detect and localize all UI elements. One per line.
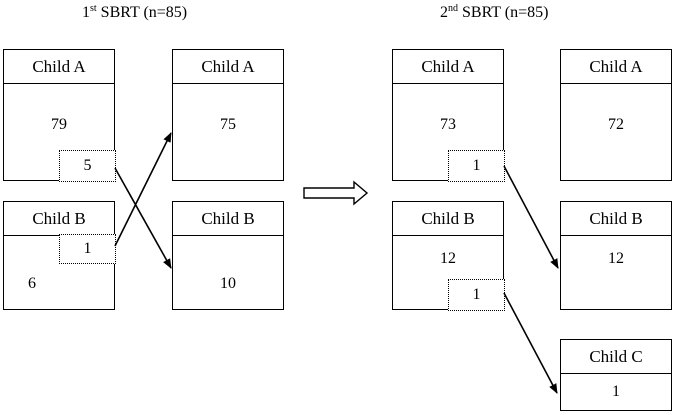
transfer-arrow-b-to-a — [114, 132, 172, 247]
child-b-label: Child B — [173, 202, 283, 236]
moved-count-box: 1 — [448, 279, 505, 311]
child-a-label: Child A — [393, 50, 503, 84]
child-a-count: 72 — [608, 116, 624, 133]
child-c-label: Child C — [561, 340, 671, 374]
child-b-label: Child B — [393, 202, 503, 236]
child-a-count: 79 — [51, 116, 67, 133]
transfer-arrow-a-to-b — [503, 165, 559, 269]
second-sbrt-title: 2nd SBRT (n=85) — [440, 3, 549, 21]
transfer-arrow-b-to-c — [503, 292, 558, 394]
stage-transition-arrow — [303, 180, 369, 206]
child-a-count: 73 — [440, 116, 456, 133]
first-after-child-b-box: Child B 10 — [172, 201, 284, 310]
second-before-child-a-box: Child A 73 1 — [392, 49, 505, 182]
second-before-child-b-box: Child B 12 1 — [392, 201, 505, 311]
child-c-count: 1 — [612, 383, 620, 400]
second-after-child-c-box: Child C 1 — [560, 339, 672, 411]
child-b-label: Child B — [561, 202, 671, 236]
child-a-count: 75 — [220, 116, 236, 133]
child-a-label: Child A — [561, 50, 671, 84]
child-b-count: 10 — [220, 275, 236, 292]
moved-count-box: 1 — [59, 234, 116, 264]
second-after-child-b-box: Child B 12 — [560, 201, 672, 310]
second-after-child-a-box: Child A 72 — [560, 49, 672, 181]
first-before-child-b-box: Child B 1 6 — [3, 201, 116, 310]
child-b-count: 12 — [440, 250, 456, 267]
first-before-child-a-box: Child A 79 5 — [3, 49, 116, 182]
first-sbrt-title: 1st SBRT (n=85) — [82, 3, 188, 21]
child-b-count: 12 — [608, 250, 624, 267]
child-b-count: 6 — [28, 275, 36, 292]
transfer-arrow-a-to-b — [114, 167, 172, 269]
first-after-child-a-box: Child A 75 — [172, 49, 284, 181]
child-a-label: Child A — [4, 50, 114, 84]
child-a-label: Child A — [173, 50, 283, 84]
moved-count-box: 5 — [59, 150, 116, 182]
